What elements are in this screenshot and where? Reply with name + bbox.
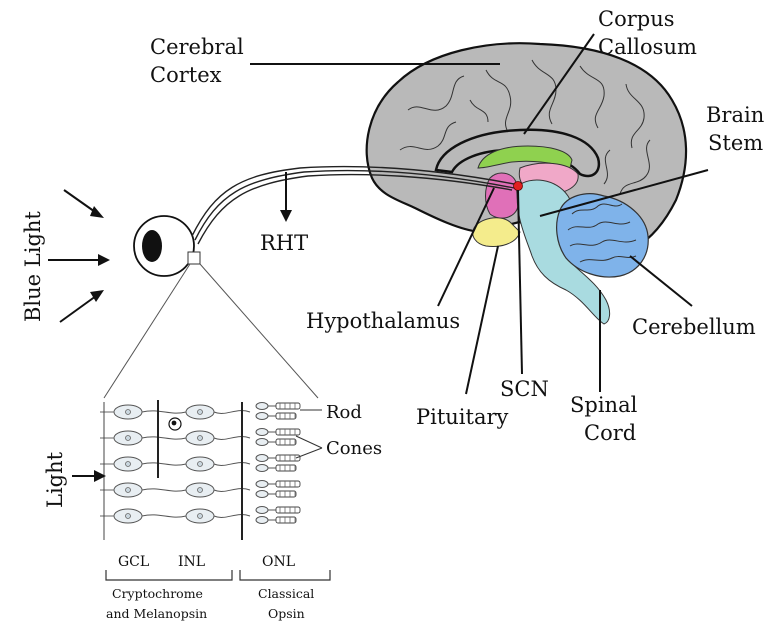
dendrite-fiber — [214, 489, 250, 492]
photoreceptor-body — [256, 517, 268, 524]
photoreceptor-outer-segment — [276, 517, 296, 523]
photoreceptor-body — [256, 507, 268, 514]
retina-zoom-box — [188, 252, 200, 264]
cerebral-cortex-label: Cerebral — [150, 35, 244, 59]
brain-stem-label-2: Stem — [708, 131, 763, 155]
axon-fiber — [142, 437, 186, 439]
gcl-label: GCL — [118, 554, 149, 570]
bipolar-nucleus — [198, 488, 203, 493]
photoreceptor-body — [256, 439, 268, 446]
pupil — [142, 230, 162, 262]
scn-dot — [514, 182, 523, 191]
axon-fiber — [142, 515, 186, 517]
classical-opsin-label: Classical — [258, 586, 314, 601]
blue-light-arrows — [48, 190, 110, 322]
photoreceptor-body — [256, 403, 268, 410]
photoreceptor-body — [256, 491, 268, 498]
zoom-lines — [104, 264, 318, 398]
axon-fiber — [142, 411, 186, 413]
dendrite-fiber — [214, 515, 250, 518]
rod-label: Rod — [326, 402, 362, 423]
eye — [134, 216, 200, 276]
brain — [367, 43, 686, 324]
corpus-callosum-label: Corpus — [598, 7, 675, 31]
retina-detail — [100, 400, 300, 540]
rht-label: RHT — [260, 231, 308, 255]
photoreceptor-body — [256, 455, 268, 462]
photoreceptor-body — [256, 429, 268, 436]
dendrite-fiber — [214, 463, 250, 466]
classical-opsin-label-2: Opsin — [268, 606, 305, 621]
dendrite-fiber — [214, 411, 250, 414]
photoreceptor-body — [256, 481, 268, 488]
hypothalamus-label: Hypothalamus — [306, 309, 460, 333]
pituitary-label: Pituitary — [416, 405, 509, 429]
brain-stem-label: Brain — [706, 103, 764, 127]
scn-label: SCN — [500, 377, 549, 401]
dendrite-fiber — [214, 437, 250, 440]
inl-label: INL — [178, 554, 205, 570]
cryptochrome-label: Cryptochrome — [112, 586, 203, 601]
cones-label: Cones — [326, 438, 382, 459]
photoreceptor-outer-segment — [276, 491, 296, 497]
spinal-cord-label-2: Cord — [584, 421, 636, 445]
cerebral-cortex-label-2: Cortex — [150, 63, 222, 87]
axon-fiber — [142, 463, 186, 465]
ganglion-nucleus — [126, 488, 131, 493]
ganglion-nucleus — [126, 436, 131, 441]
photoreceptor-body — [256, 413, 268, 420]
ganglion-nucleus — [126, 514, 131, 519]
onl-label: ONL — [262, 554, 295, 570]
cryptochrome-label-2: and Melanopsin — [106, 606, 207, 621]
blue-light-label: Blue Light — [21, 211, 45, 322]
bipolar-nucleus — [198, 514, 203, 519]
light-label: Light — [43, 451, 67, 508]
axon-fiber — [142, 489, 186, 491]
ganglion-nucleus — [126, 410, 131, 415]
cerebellum-label: Cerebellum — [632, 315, 756, 339]
spinal-cord-label: Spinal — [570, 393, 638, 417]
bipolar-nucleus — [198, 436, 203, 441]
photoreceptor-body — [256, 465, 268, 472]
layer-brackets — [106, 570, 330, 580]
ganglion-nucleus — [126, 462, 131, 467]
photoreceptor-outer-segment — [276, 413, 296, 419]
bipolar-nucleus — [198, 410, 203, 415]
light-arrow — [72, 470, 106, 482]
photoreceptor-outer-segment — [276, 465, 296, 471]
photoreceptor-outer-segment — [276, 439, 296, 445]
corpus-callosum-label-2: Callosum — [598, 35, 697, 59]
bipolar-nucleus — [198, 462, 203, 467]
